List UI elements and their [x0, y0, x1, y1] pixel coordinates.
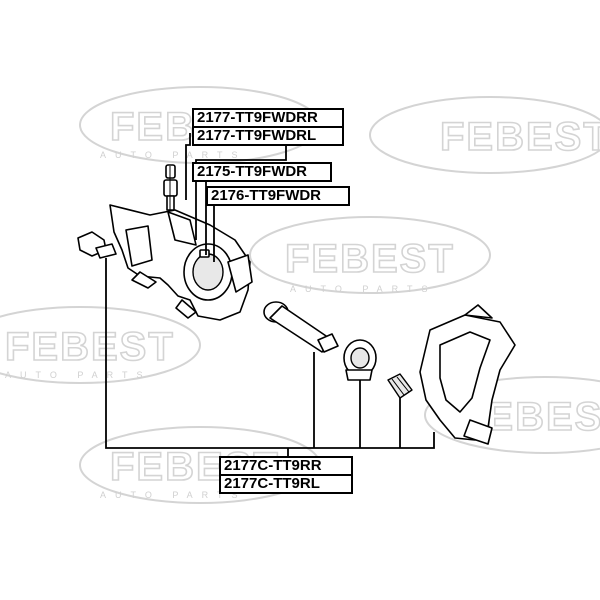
watermark-group: FEBEST AUTO PARTS FEBEST FEBEST AUTO PAR… [0, 86, 600, 504]
watermark-3: FEBEST AUTO PARTS [249, 216, 491, 294]
guide-pin-part [263, 301, 339, 353]
guide-bushing-part [343, 339, 377, 381]
label-piston-seal: 2176-TT9FWDR [206, 186, 350, 206]
caliper-bracket-part [419, 304, 516, 445]
label-kit-rr: 2177C-TT9RR [219, 456, 353, 476]
mounting-bolt-part [77, 231, 117, 259]
svg-text:AUTO PARTS: AUTO PARTS [290, 284, 437, 294]
label-caliper-rr: 2177-TT9FWDRR [192, 108, 344, 128]
svg-text:FEBEST: FEBEST [440, 115, 600, 159]
rubber-boot-part [387, 373, 413, 399]
caliper-body-part [109, 204, 253, 321]
svg-text:AUTO PARTS: AUTO PARTS [5, 370, 152, 380]
label-kit-rl: 2177C-TT9RL [219, 474, 353, 494]
label-caliper-rl: 2177-TT9FWDRL [192, 126, 344, 146]
svg-text:FEBEST: FEBEST [285, 237, 455, 281]
watermark-4: FEBEST AUTO PARTS [0, 306, 201, 384]
watermark-2: FEBEST [369, 96, 600, 174]
label-piston: 2175-TT9FWDR [192, 162, 332, 182]
svg-text:FEBEST: FEBEST [5, 325, 175, 369]
leader-lines [105, 133, 435, 458]
bleed-screw-part [163, 164, 178, 211]
svg-text:AUTO PARTS: AUTO PARTS [100, 150, 247, 160]
svg-text:AUTO PARTS: AUTO PARTS [100, 490, 247, 500]
